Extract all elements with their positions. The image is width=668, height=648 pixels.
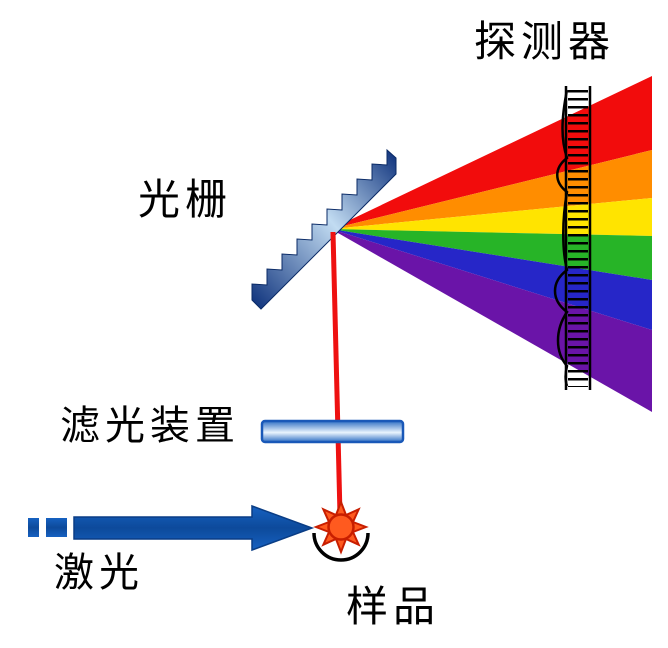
grating-label: 光栅 <box>138 178 233 224</box>
scattered-beam <box>330 231 343 516</box>
spectrum-fan <box>331 76 652 412</box>
diffraction-grating <box>251 148 397 310</box>
detector-label: 探测器 <box>474 20 616 66</box>
filter-element <box>260 419 405 444</box>
spectrum-band-violet <box>331 229 652 412</box>
laser-dash-1 <box>28 518 39 537</box>
detector-array <box>553 86 592 390</box>
sample-label: 样品 <box>346 585 441 631</box>
laser-arrow-body <box>73 504 315 552</box>
sample-starburst <box>312 499 370 562</box>
laser-dash-2 <box>46 518 67 537</box>
filter-label: 滤光装置 <box>60 403 240 448</box>
spectrum-intensity-curve <box>553 89 569 387</box>
laser-label: 激光 <box>54 550 144 595</box>
spectrum-band-orange <box>331 150 652 229</box>
sample-holder-arc <box>312 532 370 562</box>
laser-beam-arrow <box>28 504 315 552</box>
sample-core <box>327 513 355 541</box>
